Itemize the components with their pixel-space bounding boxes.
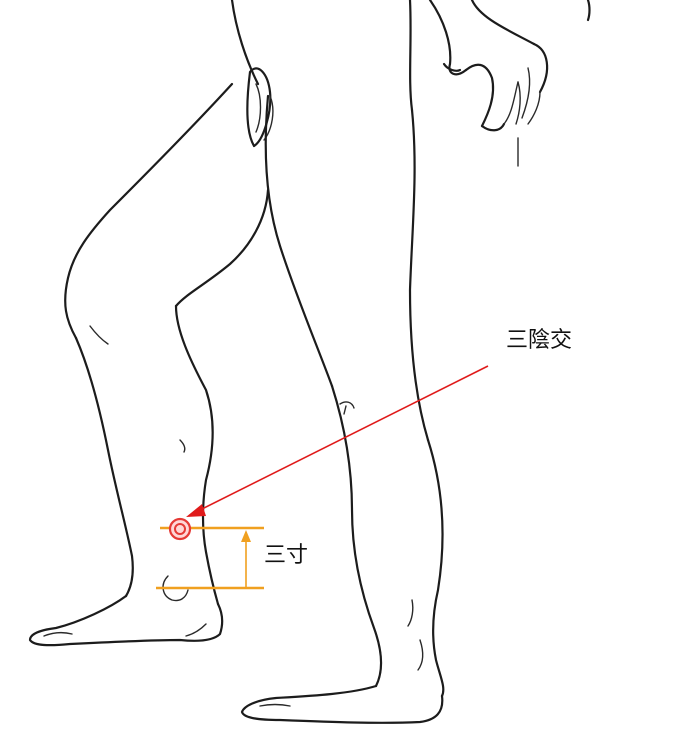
pointer-arrow xyxy=(186,365,489,517)
body-outline xyxy=(230,0,591,167)
measurement-bracket xyxy=(156,526,264,590)
pointer-arrowhead xyxy=(186,504,206,517)
acupoint-label: 三陰交 xyxy=(506,328,573,353)
standing-leg xyxy=(240,94,445,724)
measure-arrowhead xyxy=(241,530,251,542)
distance-label: 三寸 xyxy=(264,543,309,568)
bent-leg xyxy=(28,82,270,647)
pointer-line xyxy=(195,365,489,513)
acupoint-marker xyxy=(168,517,192,541)
